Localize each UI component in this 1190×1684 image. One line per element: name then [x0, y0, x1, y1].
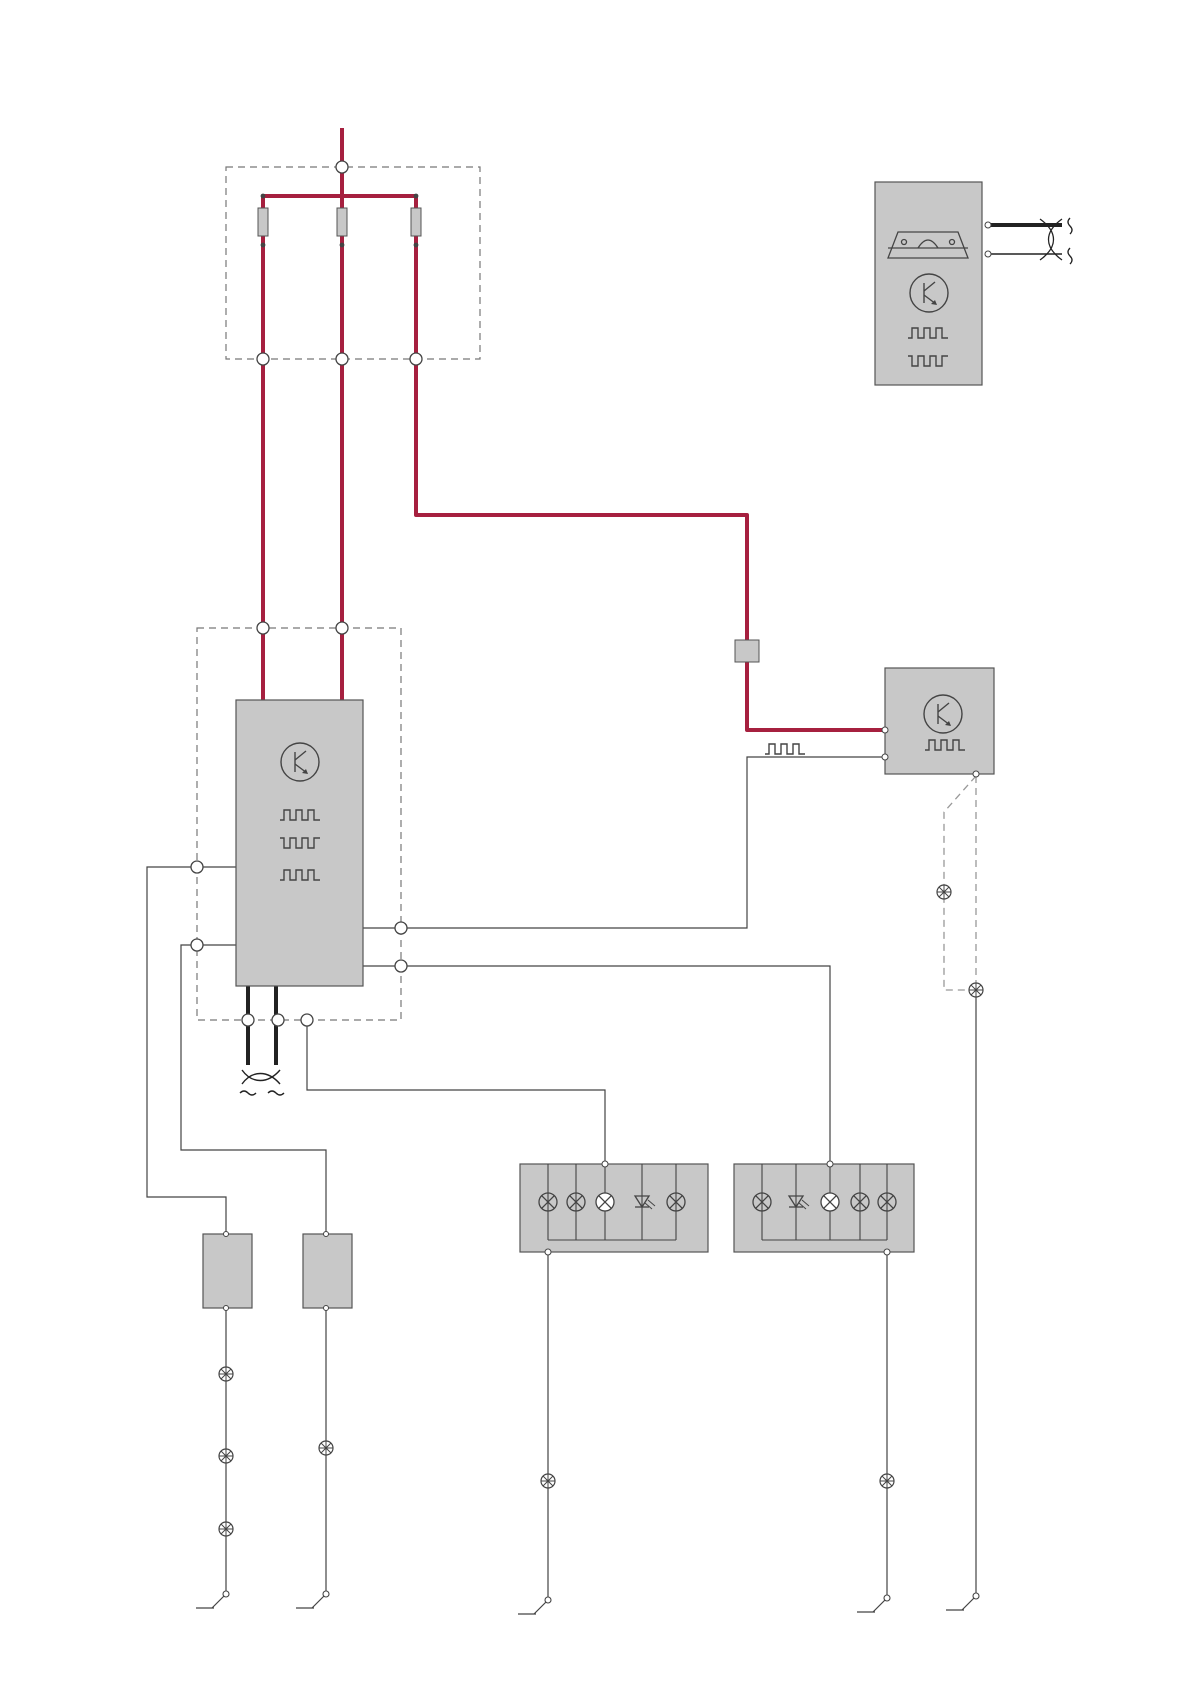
splice-icon [219, 1522, 233, 1536]
switch-b [303, 1232, 352, 1311]
optional-wire [944, 776, 976, 990]
splice-icon [319, 1441, 333, 1455]
lamp-panel-right [734, 1161, 914, 1255]
twisted-pair-top-right [988, 218, 1072, 264]
lamp-panel-left [520, 1161, 708, 1255]
splice-icon [219, 1367, 233, 1381]
fuses [258, 208, 421, 236]
top-right-module [875, 182, 991, 385]
inline-connector [735, 640, 759, 662]
twisted-pair-bottom [248, 986, 276, 1065]
ground-icon [296, 1591, 329, 1608]
splice-icon [880, 1474, 894, 1488]
right-module [882, 668, 994, 777]
lamp-lit-icon [596, 1193, 614, 1211]
fuse-2 [337, 208, 347, 236]
ground-icon [196, 1591, 229, 1608]
splice-icon [937, 885, 951, 899]
main-control-module [236, 700, 363, 986]
twisted-pair-bottom-cross [240, 1070, 284, 1095]
splice-icon [219, 1449, 233, 1463]
splice-icon [541, 1474, 555, 1488]
fuse-1 [258, 208, 268, 236]
splice-icon [969, 983, 983, 997]
ground-icon [946, 1593, 979, 1610]
lamp-lit-icon [821, 1193, 839, 1211]
switch-a [203, 1232, 252, 1311]
power-wires [263, 128, 885, 730]
ground-icon [857, 1595, 890, 1612]
ground-icon [518, 1597, 551, 1614]
fuse-3 [411, 208, 421, 236]
